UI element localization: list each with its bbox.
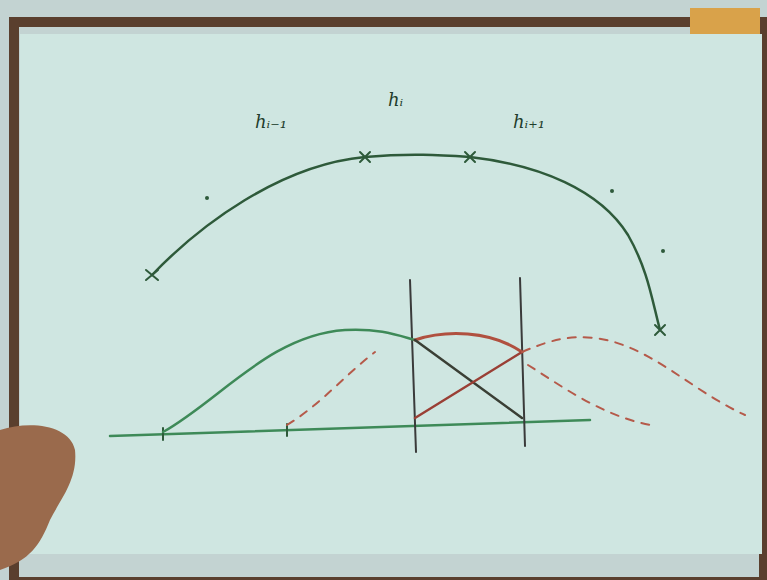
basis-curve [163,330,415,432]
segment-label: hᵢ [388,90,403,110]
board-frame [14,22,764,580]
curves [110,152,745,452]
basis-curve-dashed [522,337,745,415]
spline-curve [152,155,660,330]
axis-line [110,420,590,436]
dot [610,189,614,193]
segment-label: hᵢ₋₁ [255,112,287,132]
basis-curve [415,334,522,352]
knot-mark [465,152,475,162]
knot-mark [360,152,370,162]
knot-mark [146,270,158,280]
hand [0,425,75,570]
basis-curve-dashed [287,352,375,425]
vertical-line [410,280,416,452]
tick [163,424,287,440]
segment-label: hᵢ₊₁ [513,112,545,132]
dot [205,196,209,200]
basis-curve-dashed [528,365,650,425]
dot [661,249,665,253]
paper-sheet [20,34,762,554]
vertical-line [520,278,525,446]
cross-line [415,352,522,418]
knot-mark [655,325,665,335]
cross-line [415,340,522,418]
